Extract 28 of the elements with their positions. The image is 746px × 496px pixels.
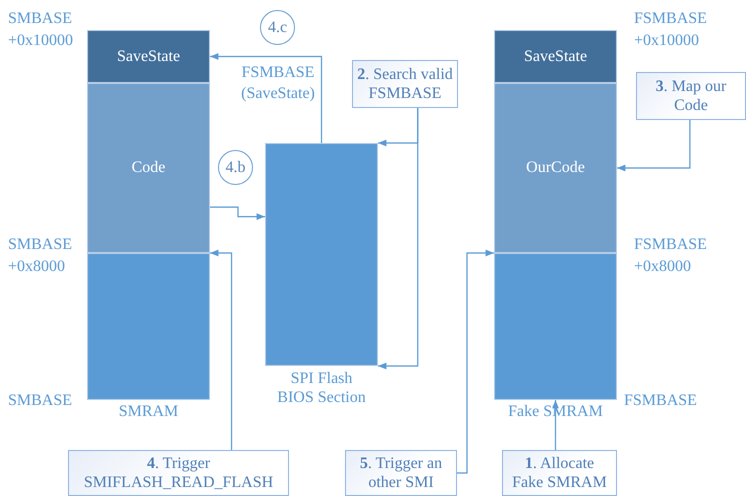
step-circle: 4.b <box>218 150 253 185</box>
callout-box: 3. Map our Code <box>636 72 746 120</box>
address-label: FSMBASE +0x8000 <box>634 235 708 277</box>
arrow <box>617 120 690 172</box>
edge-label: FSMBASE (SaveState) <box>240 63 316 104</box>
memory-block: Code <box>87 83 210 253</box>
step-circle: 4.c <box>260 10 295 45</box>
memory-block: SaveState <box>494 30 617 83</box>
callout-box: 4. Trigger SMIFLASH_READ_FLASH <box>68 450 289 496</box>
arrow <box>457 250 494 474</box>
address-label: SMBASE +0x10000 <box>8 9 74 51</box>
arrow <box>210 250 232 450</box>
callout-box: 5. Trigger an other SMI <box>345 450 457 496</box>
callout-box: 1. Allocate Fake SMRAM <box>502 450 617 496</box>
address-label: SMBASE <box>8 391 72 411</box>
arrow <box>210 53 322 143</box>
address-label: SMBASE +0x8000 <box>8 235 74 277</box>
arrow <box>378 108 418 370</box>
memory-block: SaveState <box>87 30 210 83</box>
region-caption: SMRAM <box>118 402 180 421</box>
region-caption: SPI Flash BIOS Section <box>276 369 367 407</box>
callout-box: 2. Search valid FSMBASE <box>352 60 458 108</box>
address-label: FSMBASE <box>624 391 697 411</box>
memory-block: OurCode <box>494 83 617 253</box>
memory-block <box>494 253 617 400</box>
memory-block <box>87 253 210 400</box>
address-label: FSMBASE +0x10000 <box>634 9 708 51</box>
arrow <box>210 206 265 220</box>
